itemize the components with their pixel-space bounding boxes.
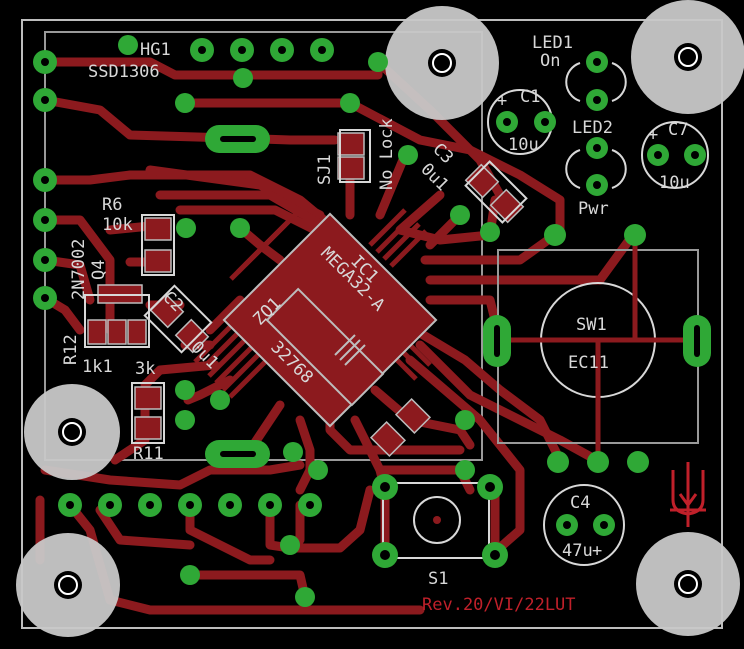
label-r12: R12 <box>61 334 81 365</box>
label-led1: LED1 <box>532 33 573 53</box>
label-c4-plus: + <box>592 541 602 561</box>
label-c4: C4 <box>570 493 590 513</box>
label-c7: C7 <box>668 120 688 140</box>
label-c1-val: 10u <box>508 135 539 155</box>
label-ssd1306: SSD1306 <box>88 62 160 82</box>
label-led2: LED2 <box>572 118 613 138</box>
crystal-zq1 <box>265 287 385 407</box>
label-r11-val: 3k <box>135 359 155 379</box>
label-c1: C1 <box>520 87 540 107</box>
switch-center <box>433 516 441 524</box>
label-revision: Rev.20/VI/22LUT <box>422 595 576 615</box>
th-pads <box>33 35 711 607</box>
label-sw1: SW1 <box>576 315 607 335</box>
label-q4-part: 2N7002 <box>69 239 89 300</box>
label-r11: R11 <box>133 444 164 464</box>
label-sw1-part: EC11 <box>568 353 609 373</box>
label-c7-val: 10u <box>659 173 690 193</box>
label-r6-val: 10k <box>102 215 133 235</box>
trident-emblem <box>670 462 706 527</box>
label-led1-on: On <box>540 51 560 71</box>
label-hg1: HG1 <box>140 40 171 60</box>
label-s1: S1 <box>428 569 448 589</box>
label-nolock: No Lock <box>377 118 397 190</box>
silk-outlines <box>84 62 709 566</box>
encoder-traces <box>498 235 700 462</box>
label-q4: Q4 <box>89 260 109 280</box>
label-r6: R6 <box>102 195 122 215</box>
pad-drills <box>41 46 700 560</box>
smd-pads <box>87 132 525 458</box>
label-c4-val: 47u <box>562 541 593 561</box>
label-c1-plus: + <box>497 91 507 111</box>
crystal-symbol <box>334 334 366 366</box>
label-c7-plus: + <box>648 125 658 145</box>
label-c3-val: 0u1 <box>416 159 452 195</box>
label-led2-pwr: Pwr <box>578 199 609 219</box>
label-r12-val: 1k1 <box>82 357 113 377</box>
mounting-holes <box>16 0 744 637</box>
label-sj1: SJ1 <box>315 154 335 185</box>
board-outline <box>21 19 723 629</box>
